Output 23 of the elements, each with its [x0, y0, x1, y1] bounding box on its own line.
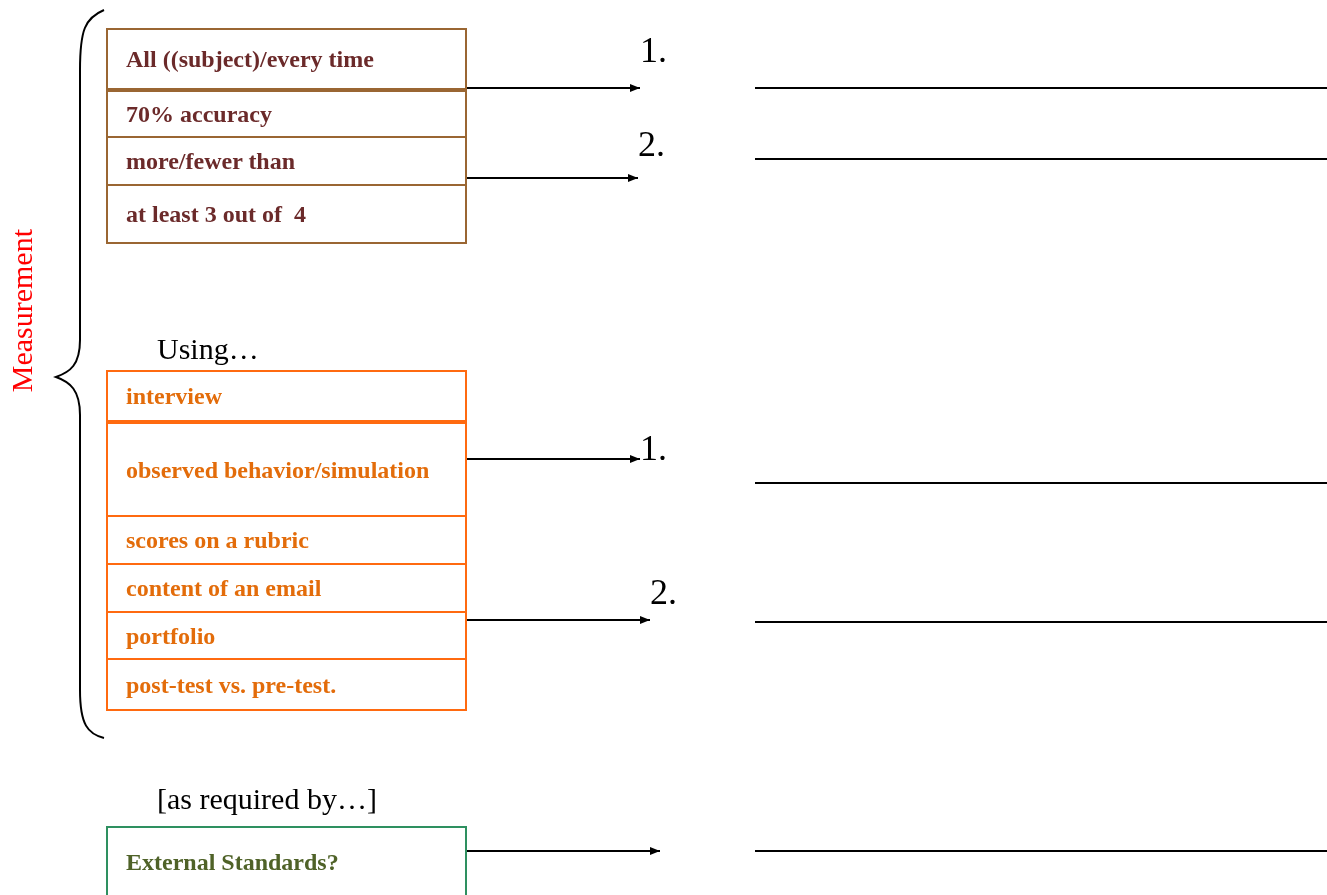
arrow — [466, 847, 661, 855]
table-cell: 70% accuracy — [108, 88, 465, 136]
table-cell: post-test vs. pre-test. — [108, 658, 465, 709]
table-cell: observed behavior/simulation — [108, 420, 465, 515]
table-cell: content of an email — [108, 563, 465, 611]
table-cell-text: External Standards? — [125, 847, 340, 877]
table-cell: portfolio — [108, 611, 465, 658]
table-cell-text: interview — [125, 382, 223, 411]
table-cell: more/fewer than — [108, 136, 465, 184]
arrow — [466, 455, 641, 463]
number-label: 1. — [640, 30, 667, 92]
table-cell: scores on a rubric — [108, 515, 465, 563]
table-cell: at least 3 out of 4 — [108, 184, 465, 242]
heading-text: Using… — [157, 332, 259, 366]
arrow — [466, 174, 639, 182]
arrow — [466, 616, 651, 624]
number-label: 2. — [650, 572, 677, 624]
number-label: 1. — [640, 428, 667, 464]
heading-text: [as required by…] — [157, 782, 377, 816]
table-cell-text: All ((subject)/every time — [125, 45, 375, 74]
arrow — [466, 84, 641, 92]
number-label: 2. — [638, 124, 665, 182]
side-label: Measurement — [5, 228, 39, 392]
